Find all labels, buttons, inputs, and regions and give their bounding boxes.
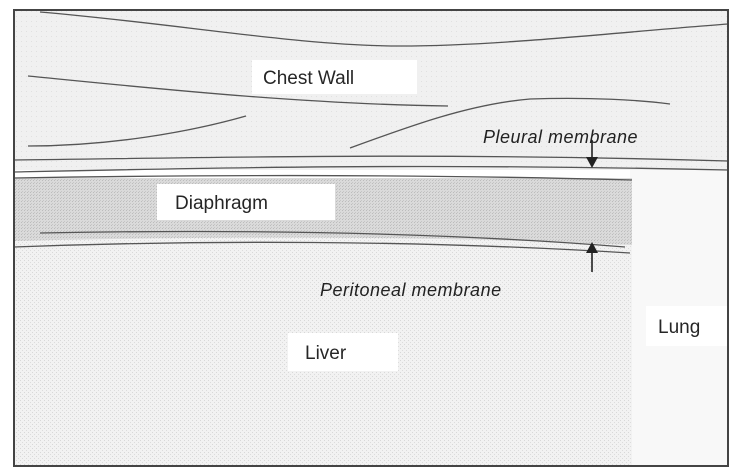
diaphragm-label: Diaphragm — [175, 193, 268, 214]
chest-wall-label: Chest Wall — [263, 68, 354, 89]
peritoneal-membrane-label: Peritoneal membrane — [320, 280, 502, 300]
lung-label: Lung — [658, 317, 700, 338]
pleural-membrane-label: Pleural membrane — [483, 127, 638, 147]
liver-label: Liver — [305, 343, 347, 364]
